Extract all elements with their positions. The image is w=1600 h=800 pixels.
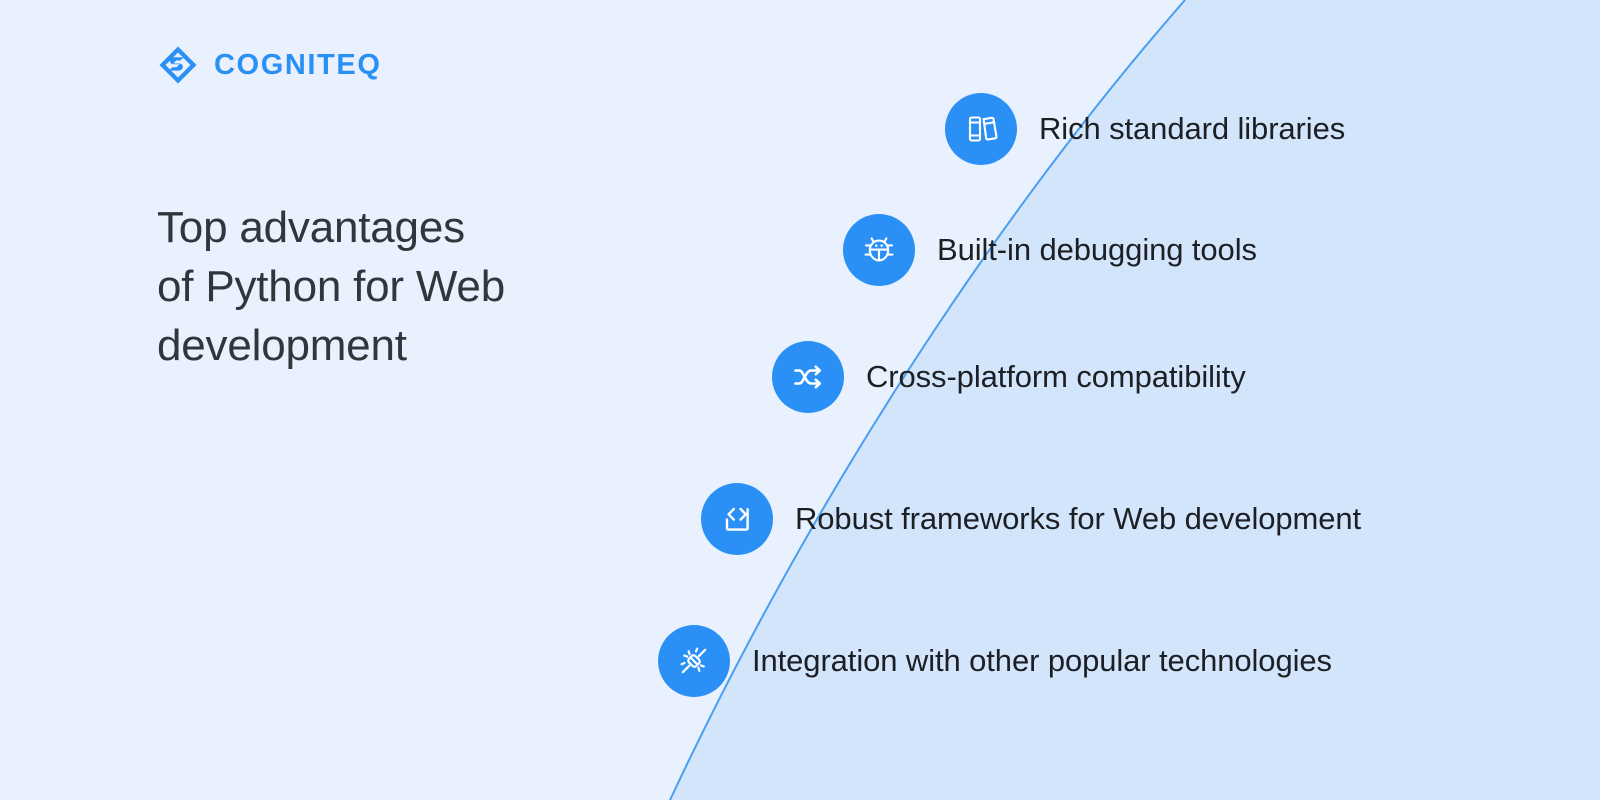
bug-icon: [864, 237, 894, 262]
code-square-icon: [725, 507, 749, 531]
arc-fill-region: [670, 0, 1600, 800]
page-title-line-1: Top advantages: [157, 203, 465, 253]
advantage-icon-badge-5: [658, 625, 730, 697]
advantage-label-2: Built-in debugging tools: [937, 232, 1257, 267]
advantage-item-3: Cross-platform compatibility: [772, 341, 1246, 413]
advantage-item-4: Robust frameworks for Web development: [701, 483, 1361, 555]
advantage-item-2: Built-in debugging tools: [843, 214, 1257, 286]
brand-logo[interactable]: COGNITEQ: [158, 45, 381, 85]
page-title-line-3: development: [157, 321, 407, 371]
advantage-label-3: Cross-platform compatibility: [866, 359, 1246, 394]
books-icon: [968, 116, 998, 142]
advantage-icon-badge-1: [945, 93, 1017, 165]
advantage-item-5: Integration with other popular technolog…: [658, 625, 1332, 697]
advantage-icon-badge-2: [843, 214, 915, 286]
advantage-label-1: Rich standard libraries: [1039, 111, 1346, 146]
plug-connection-icon: [680, 647, 707, 674]
page-title: Top advantages of Python for Web develop…: [157, 199, 677, 376]
advantage-icon-badge-3: [772, 341, 844, 413]
cogniteq-diamond-logo-icon: [159, 46, 197, 84]
page-title-line-2: of Python for Web: [157, 262, 505, 312]
shuffle-arrows-icon: [794, 365, 822, 389]
arc-stroke-line: [669, 0, 1186, 800]
advantage-label-5: Integration with other popular technolog…: [752, 643, 1332, 678]
advantage-label-4: Robust frameworks for Web development: [795, 501, 1362, 536]
brand-name: COGNITEQ: [214, 48, 382, 81]
advantage-item-1: Rich standard libraries: [945, 93, 1345, 165]
advantage-icon-badge-4: [701, 483, 773, 555]
